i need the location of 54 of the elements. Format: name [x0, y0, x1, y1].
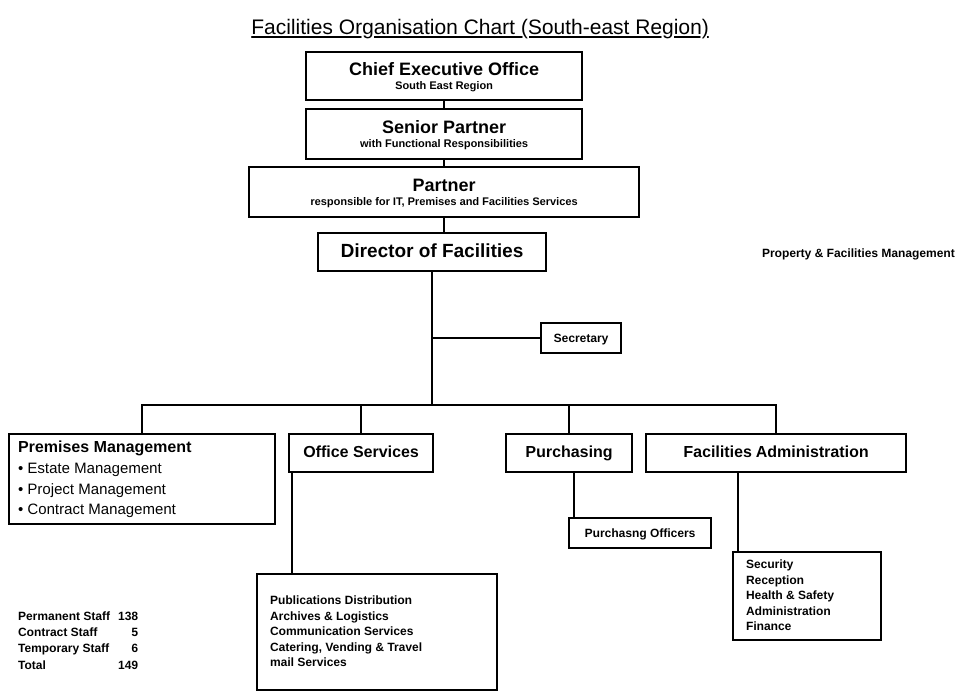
box-text: Office Services: [303, 443, 419, 463]
staff-count: 5: [130, 624, 138, 640]
connector-line: [443, 101, 445, 108]
connector-line: [443, 218, 445, 232]
org-box: [288, 433, 434, 473]
box-text: Secretary: [554, 330, 608, 346]
box-text: South East Region: [395, 80, 493, 94]
box-text: responsible for IT, Premises and Facilities Services: [310, 196, 578, 210]
box-text: with Functional Responsibilities: [360, 138, 528, 152]
org-box: [732, 551, 882, 641]
box-text: mail Services: [270, 655, 347, 671]
box-text: • Contract Management: [18, 500, 176, 520]
box-text: Premises Management: [18, 438, 192, 458]
box-text: Senior Partner: [382, 116, 506, 138]
staff-label: Temporary Staff: [18, 640, 110, 657]
box-text: Partner: [412, 174, 476, 196]
org-box: [540, 322, 622, 354]
box-text: • Project Management: [18, 480, 166, 500]
org-box: [505, 433, 633, 473]
org-box: [645, 433, 907, 473]
box-text: Health & Safety: [746, 588, 834, 604]
box-text: Finance: [746, 619, 792, 635]
box-text: Chief Executive Office: [348, 58, 540, 80]
org-box: [256, 573, 498, 691]
box-text: Facilities Administration: [683, 443, 869, 463]
connector-line: [573, 473, 575, 517]
chart-title: Facilities Organisation Chart (South-east Region): [250, 15, 710, 41]
box-text: Purchasng Officers: [584, 526, 696, 540]
region-note: Property & Facilities Management: [762, 245, 955, 262]
box-text: Publications Distribution: [270, 593, 412, 609]
staff-count: 138: [118, 608, 138, 624]
staff-label: Permanent Staff: [18, 608, 110, 624]
box-text: Security: [746, 557, 794, 573]
box-text: Communication Services: [270, 624, 414, 640]
staff-count: 6: [130, 640, 138, 657]
connector-line: [443, 160, 445, 166]
box-text: • Estate Management: [18, 459, 162, 480]
org-box: [248, 166, 640, 218]
staff-label: Contract Staff: [18, 624, 98, 640]
staff-label: Total: [18, 656, 47, 673]
box-text: Catering, Vending & Travel: [270, 640, 422, 656]
box-text: Reception: [746, 572, 804, 588]
org-box: [8, 433, 276, 525]
box-text: Archives & Logistics: [270, 608, 389, 624]
staff-count: 149: [118, 656, 138, 673]
org-box: [305, 108, 583, 160]
org-box: [305, 51, 583, 101]
org-box: [317, 232, 547, 272]
org-box: [568, 517, 712, 549]
connector-line: [291, 473, 293, 573]
box-text: Purchasing: [525, 443, 613, 463]
box-text: Administration: [746, 604, 831, 620]
box-text: Director of Facilities: [340, 240, 524, 264]
connector-line: [737, 473, 739, 551]
